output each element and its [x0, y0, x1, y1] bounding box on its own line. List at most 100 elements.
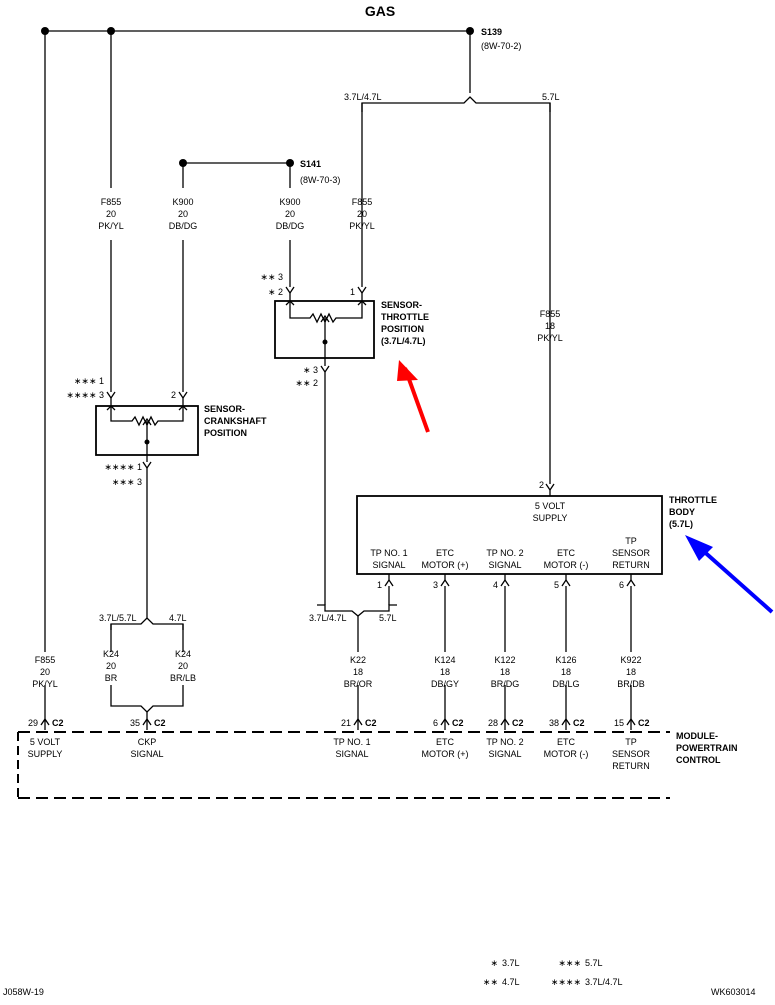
- svg-text:20: 20: [357, 209, 367, 219]
- svg-text:20: 20: [40, 667, 50, 677]
- svg-text:∗∗: ∗∗: [483, 977, 498, 987]
- wire-label-k922: K922 18 BR/DB: [617, 655, 645, 689]
- variant-ckp-right: 4.7L: [169, 613, 187, 623]
- wire-label-f855-mid: F855 20 PK/YL: [349, 197, 375, 231]
- svg-text:K24: K24: [175, 649, 191, 659]
- svg-text:PK/YL: PK/YL: [32, 679, 58, 689]
- variant-tp-right: 5.7L: [379, 613, 397, 623]
- svg-text:20: 20: [178, 209, 188, 219]
- svg-text:5.7L: 5.7L: [585, 958, 603, 968]
- svg-text:6: 6: [619, 580, 624, 590]
- variant-ckp-left: 3.7L/5.7L: [99, 613, 137, 623]
- svg-text:ETC: ETC: [557, 548, 576, 558]
- footer-right: WK603014: [711, 987, 756, 997]
- svg-text:CKP: CKP: [138, 737, 157, 747]
- svg-text:K124: K124: [434, 655, 455, 665]
- tps-name: POSITION: [381, 324, 424, 334]
- variant-tp-left: 3.7L/4.7L: [309, 613, 347, 623]
- svg-text:TP NO. 2: TP NO. 2: [486, 548, 523, 558]
- wire-label-k124: K124 18 DB/GY: [431, 655, 459, 689]
- svg-text:20: 20: [106, 209, 116, 219]
- svg-text:K24: K24: [103, 649, 119, 659]
- svg-text:SENSOR: SENSOR: [612, 749, 651, 759]
- option-split-top: 3.7L/4.7L 5.7L: [344, 31, 560, 484]
- svg-text:4: 4: [493, 580, 498, 590]
- svg-text:C2: C2: [154, 718, 166, 728]
- tps-name: THROTTLE: [381, 312, 429, 322]
- svg-text:TP NO. 1: TP NO. 1: [333, 737, 370, 747]
- svg-text:MOTOR (-): MOTOR (-): [544, 560, 589, 570]
- pcm-name: CONTROL: [676, 755, 721, 765]
- svg-text:3: 3: [433, 580, 438, 590]
- wire-label-k122: K122 18 BR/DG: [491, 655, 520, 689]
- svg-text:K22: K22: [350, 655, 366, 665]
- pcm-name: MODULE-: [676, 731, 718, 741]
- svg-text:MOTOR (+): MOTOR (+): [421, 749, 468, 759]
- svg-text:C2: C2: [52, 718, 64, 728]
- svg-text:SUPPLY: SUPPLY: [28, 749, 63, 759]
- svg-text:TP NO. 2: TP NO. 2: [486, 737, 523, 747]
- svg-text:∗∗∗: ∗∗∗: [558, 958, 581, 968]
- svg-text:BR/OR: BR/OR: [344, 679, 373, 689]
- svg-text:15: 15: [614, 718, 624, 728]
- svg-text:18: 18: [626, 667, 636, 677]
- splice-s141-ref: (8W-70-3): [300, 175, 340, 185]
- svg-text:C2: C2: [365, 718, 377, 728]
- svg-text:RETURN: RETURN: [612, 560, 650, 570]
- svg-text:SIGNAL: SIGNAL: [130, 749, 163, 759]
- svg-text:BR: BR: [105, 673, 118, 683]
- tps-pin: 1: [350, 287, 355, 297]
- svg-text:SIGNAL: SIGNAL: [335, 749, 368, 759]
- svg-text:DB/DG: DB/DG: [276, 221, 305, 231]
- svg-text:18: 18: [353, 667, 363, 677]
- svg-text:K122: K122: [494, 655, 515, 665]
- svg-text:18: 18: [561, 667, 571, 677]
- wire-label-k24-b: K24 20 BR/LB: [170, 649, 196, 683]
- svg-text:∗: ∗: [490, 958, 498, 968]
- wire-label-f855-bottom: F855 20 PK/YL: [32, 655, 58, 689]
- blue-arrow-head: [685, 535, 713, 561]
- pcm-connector-pins: 29 C2 35 C2 21 C2 6 C2 28 C2 38 C2 15 C2: [28, 717, 650, 730]
- svg-text:1: 1: [377, 580, 382, 590]
- svg-text:PK/YL: PK/YL: [537, 333, 563, 343]
- legend: ∗ 3.7L ∗∗ 4.7L ∗∗∗ 5.7L ∗∗∗∗ 3.7L/4.7L: [483, 958, 623, 987]
- wire-label-k22: K22 18 BR/OR: [344, 655, 373, 689]
- splice-s141-id: S141: [300, 159, 321, 169]
- svg-text:TP NO. 1: TP NO. 1: [370, 548, 407, 558]
- wire-label-k24-a: K24 20 BR: [103, 649, 119, 683]
- svg-text:28: 28: [488, 718, 498, 728]
- svg-text:C2: C2: [452, 718, 464, 728]
- svg-text:20: 20: [178, 661, 188, 671]
- blue-arrow: [698, 546, 774, 614]
- svg-text:20: 20: [106, 661, 116, 671]
- ckp-pin: ∗∗∗∗ 1: [104, 462, 142, 472]
- throttle-body-supply: 5 VOLT: [535, 501, 566, 511]
- svg-text:BR/LB: BR/LB: [170, 673, 196, 683]
- footer-left: J058W-19: [3, 987, 44, 997]
- throttle-body-name: BODY: [669, 507, 695, 517]
- throttle-body-supply: SUPPLY: [533, 513, 568, 523]
- svg-text:21: 21: [341, 718, 351, 728]
- svg-text:20: 20: [285, 209, 295, 219]
- wire-label-k900-left: K900 20 DB/DG: [169, 197, 198, 231]
- svg-text:SIGNAL: SIGNAL: [488, 560, 521, 570]
- ckp-pin: ∗∗∗ 3: [112, 477, 142, 487]
- ckp-pin: ∗∗∗ 1: [74, 376, 104, 386]
- ckp-pin: 2: [171, 390, 176, 400]
- splice-s139-id: S139: [481, 27, 502, 37]
- diagram-title: GAS: [365, 3, 395, 19]
- svg-text:K900: K900: [279, 197, 300, 207]
- throttle-body: 2 5 VOLT SUPPLY THROTTLE BODY (5.7L) TP …: [356, 480, 717, 590]
- svg-text:3.7L/4.7L: 3.7L/4.7L: [585, 977, 623, 987]
- tps-name: SENSOR-: [381, 300, 422, 310]
- svg-text:ETC: ETC: [436, 737, 455, 747]
- tps-pin: ∗ 3: [303, 365, 318, 375]
- svg-text:18: 18: [440, 667, 450, 677]
- variant-top-left: 3.7L/4.7L: [344, 92, 382, 102]
- svg-text:BR/DB: BR/DB: [617, 679, 645, 689]
- pcm-name: POWERTRAIN: [676, 743, 738, 753]
- throttle-body-supply-pin: 2: [539, 480, 544, 490]
- wire-label-f855-right: F855 18 PK/YL: [537, 309, 563, 343]
- tps-name: (3.7L/4.7L): [381, 336, 426, 346]
